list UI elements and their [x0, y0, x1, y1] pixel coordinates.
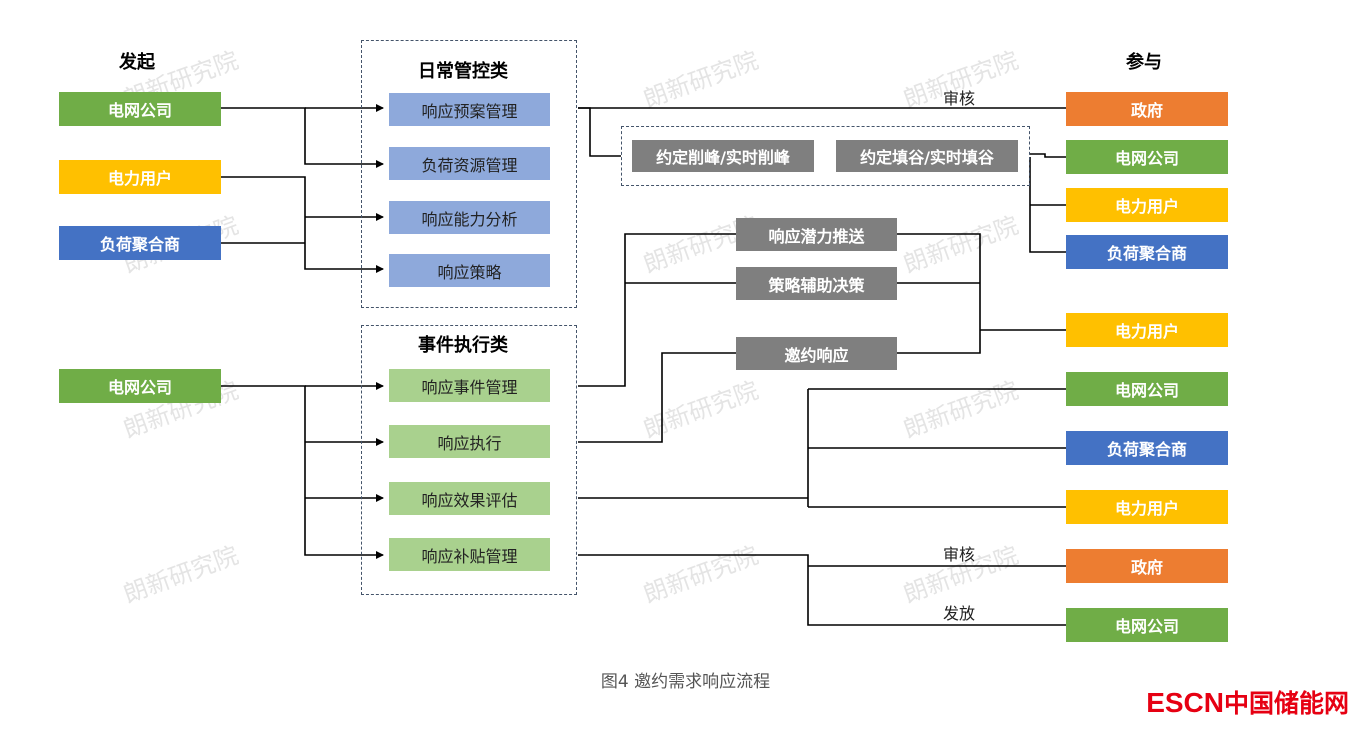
daily-control-group	[361, 40, 577, 308]
event-item: 响应补贴管理	[389, 538, 550, 571]
connector	[578, 554, 1066, 626]
connector	[578, 233, 736, 387]
connector	[1030, 153, 1066, 158]
escn-logo: ESCN中国储能网	[1146, 684, 1349, 720]
audit-label: 审核	[943, 545, 976, 564]
participant-government: 政府	[1066, 549, 1228, 583]
participant-grid-company: 电网公司	[1066, 372, 1228, 406]
issue-label: 发放	[943, 604, 976, 623]
header-initiate: 发起	[119, 52, 155, 73]
participant-grid-company: 电网公司	[1066, 608, 1228, 642]
peak-shave-box: 约定削峰/实时削峰	[632, 140, 814, 172]
connector	[897, 233, 981, 354]
header-event: 事件执行类	[418, 335, 508, 356]
connector	[578, 107, 621, 157]
daily-item: 响应预案管理	[389, 93, 550, 126]
figure-caption: 图4 邀约需求响应流程	[600, 672, 771, 692]
invitation-response-box: 邀约响应	[736, 337, 897, 370]
strategy-decision-box: 策略辅助决策	[736, 267, 897, 300]
connector	[1029, 157, 1066, 253]
logo-name: 中国储能网	[1223, 689, 1349, 718]
initiator-power-user: 电力用户	[59, 160, 221, 194]
audit-label: 审核	[943, 89, 976, 108]
participant-aggregator: 负荷聚合商	[1066, 235, 1228, 269]
event-item: 响应效果评估	[389, 482, 550, 515]
daily-item: 响应策略	[389, 254, 550, 287]
participant-power-user: 电力用户	[1066, 490, 1228, 524]
connector	[221, 385, 384, 559]
event-item: 响应执行	[389, 425, 550, 458]
initiator-aggregator: 负荷聚合商	[59, 226, 221, 260]
logo-brand: ESCN	[1146, 687, 1224, 718]
event-item: 响应事件管理	[389, 369, 550, 402]
connector	[221, 176, 384, 273]
peak-group	[621, 126, 1030, 186]
participant-grid-company: 电网公司	[1066, 140, 1228, 174]
participant-aggregator: 负荷聚合商	[1066, 431, 1228, 465]
participant-power-user: 电力用户	[1066, 188, 1228, 222]
potential-push-box: 响应潜力推送	[736, 218, 897, 251]
participant-power-user: 电力用户	[1066, 313, 1228, 347]
initiator-grid-company-2: 电网公司	[59, 369, 221, 403]
header-daily: 日常管控类	[418, 61, 508, 82]
participant-government: 政府	[1066, 92, 1228, 126]
connector	[578, 352, 736, 443]
connector	[221, 107, 384, 168]
event-execution-group	[361, 325, 577, 595]
daily-item: 响应能力分析	[389, 201, 550, 234]
daily-item: 负荷资源管理	[389, 147, 550, 180]
header-participate: 参与	[1126, 52, 1162, 73]
initiator-grid-company: 电网公司	[59, 92, 221, 126]
valley-fill-box: 约定填谷/实时填谷	[836, 140, 1018, 172]
